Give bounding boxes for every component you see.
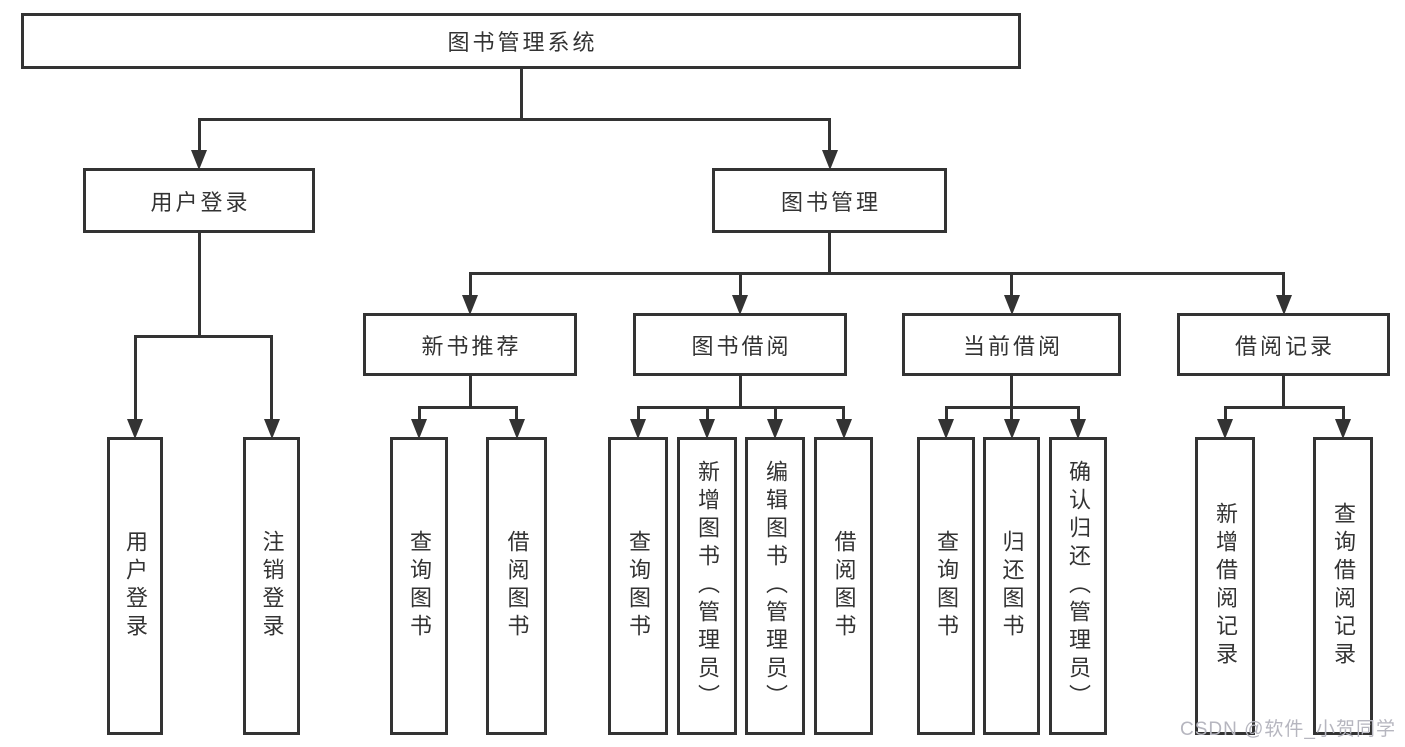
arrow-down-icon <box>191 150 207 170</box>
connector-line <box>1010 272 1013 295</box>
connector-line <box>738 376 742 409</box>
connector-line <box>1010 376 1013 409</box>
node-label: 归还图书 <box>999 530 1025 642</box>
arrow-down-icon <box>263 419 280 439</box>
node-leaf-nbr-query: 查询图书 <box>390 437 448 735</box>
arrow-down-icon <box>835 419 852 439</box>
connector-line <box>1223 406 1345 409</box>
connector-line <box>944 406 948 419</box>
arrow-down-icon <box>462 295 478 315</box>
arrow-down-icon <box>821 150 838 170</box>
node-label: 当前借阅 <box>962 333 1063 359</box>
connector-line <box>738 272 742 295</box>
node-user-login: 用户登录 <box>83 168 315 233</box>
connector-line <box>468 272 1285 275</box>
connector-line <box>705 406 709 419</box>
node-root: 图书管理系统 <box>21 13 1021 69</box>
csdn-watermark: CSDN @软件_小贺同学 <box>1180 719 1396 740</box>
connector-line <box>1010 406 1013 419</box>
node-label: 新增借阅记录 <box>1213 502 1238 670</box>
node-leaf-br-add: 新增借阅记录 <box>1195 437 1255 735</box>
node-label: 确认归还（管理员） <box>1066 460 1091 712</box>
node-label: 编辑图书（管理员） <box>763 460 788 712</box>
node-new-book-rec: 新书推荐 <box>363 313 577 376</box>
node-label: 借阅图书 <box>831 530 857 642</box>
connector-line <box>133 335 273 338</box>
connector-line <box>828 118 831 150</box>
node-current-borrow: 当前借阅 <box>902 313 1121 376</box>
connector-line <box>773 406 777 419</box>
node-label: 查询借阅记录 <box>1331 502 1356 670</box>
connector-line <box>270 335 273 419</box>
arrow-down-icon <box>1217 419 1233 439</box>
connector-line <box>1282 272 1285 295</box>
node-leaf-br-query: 查询借阅记录 <box>1313 437 1373 735</box>
node-leaf-user-login: 用户登录 <box>107 437 163 735</box>
connector-line <box>828 233 831 275</box>
node-leaf-cb-query: 查询图书 <box>917 437 975 735</box>
arrow-down-icon <box>508 419 525 439</box>
arrow-down-icon <box>1070 419 1086 439</box>
arrow-down-icon <box>938 419 954 439</box>
node-leaf-nbr-borrow: 借阅图书 <box>486 437 547 735</box>
node-label: 注销登录 <box>259 530 285 642</box>
arrow-down-icon <box>1335 419 1351 439</box>
node-label: 查询图书 <box>626 530 651 642</box>
connector-line <box>1223 406 1227 419</box>
connector-line <box>1076 406 1080 419</box>
node-label: 借阅记录 <box>1234 333 1335 359</box>
connector-line <box>417 406 421 419</box>
node-leaf-bb-query: 查询图书 <box>608 437 668 735</box>
node-label: 图书管理系统 <box>447 30 598 55</box>
node-label: 借阅图书 <box>504 530 530 642</box>
arrow-down-icon <box>1003 295 1020 315</box>
arrow-down-icon <box>630 419 646 439</box>
connector-line <box>515 406 518 419</box>
connector-line <box>636 406 640 419</box>
node-label: 查询图书 <box>934 530 959 642</box>
node-leaf-logout: 注销登录 <box>243 437 300 735</box>
connector-line <box>417 406 518 409</box>
node-leaf-cb-return: 归还图书 <box>983 437 1040 735</box>
connector-line <box>1341 406 1345 419</box>
connector-line <box>197 118 831 121</box>
arrow-down-icon <box>767 419 783 439</box>
connector-line <box>468 272 472 295</box>
node-book-borrow: 图书借阅 <box>633 313 847 376</box>
connector-line <box>468 376 472 409</box>
node-book-mgmt: 图书管理 <box>712 168 947 233</box>
arrow-down-icon <box>732 295 748 315</box>
connector-line <box>197 118 201 150</box>
node-label: 用户登录 <box>150 189 251 215</box>
connector-line <box>1282 376 1285 409</box>
node-label: 图书借阅 <box>691 333 792 359</box>
node-label: 图书管理 <box>780 189 881 215</box>
node-label: 新书推荐 <box>421 333 522 359</box>
node-leaf-bb-add: 新增图书（管理员） <box>677 437 737 735</box>
node-label: 查询图书 <box>407 530 432 642</box>
arrow-down-icon <box>411 419 427 439</box>
connector-line <box>519 69 523 121</box>
node-label: 用户登录 <box>123 530 148 642</box>
arrow-down-icon <box>699 419 715 439</box>
node-leaf-cb-confirm: 确认归还（管理员） <box>1049 437 1107 735</box>
node-leaf-bb-borrow: 借阅图书 <box>814 437 873 735</box>
arrow-down-icon <box>127 419 143 439</box>
arrow-down-icon <box>1003 419 1020 439</box>
connector-line <box>197 233 201 338</box>
connector-line <box>842 406 845 419</box>
arrow-down-icon <box>1275 295 1292 315</box>
node-label: 新增图书（管理员） <box>695 460 720 712</box>
node-borrow-records: 借阅记录 <box>1177 313 1390 376</box>
connector-line <box>133 335 137 419</box>
node-leaf-bb-edit: 编辑图书（管理员） <box>745 437 805 735</box>
connector-line <box>636 406 845 409</box>
